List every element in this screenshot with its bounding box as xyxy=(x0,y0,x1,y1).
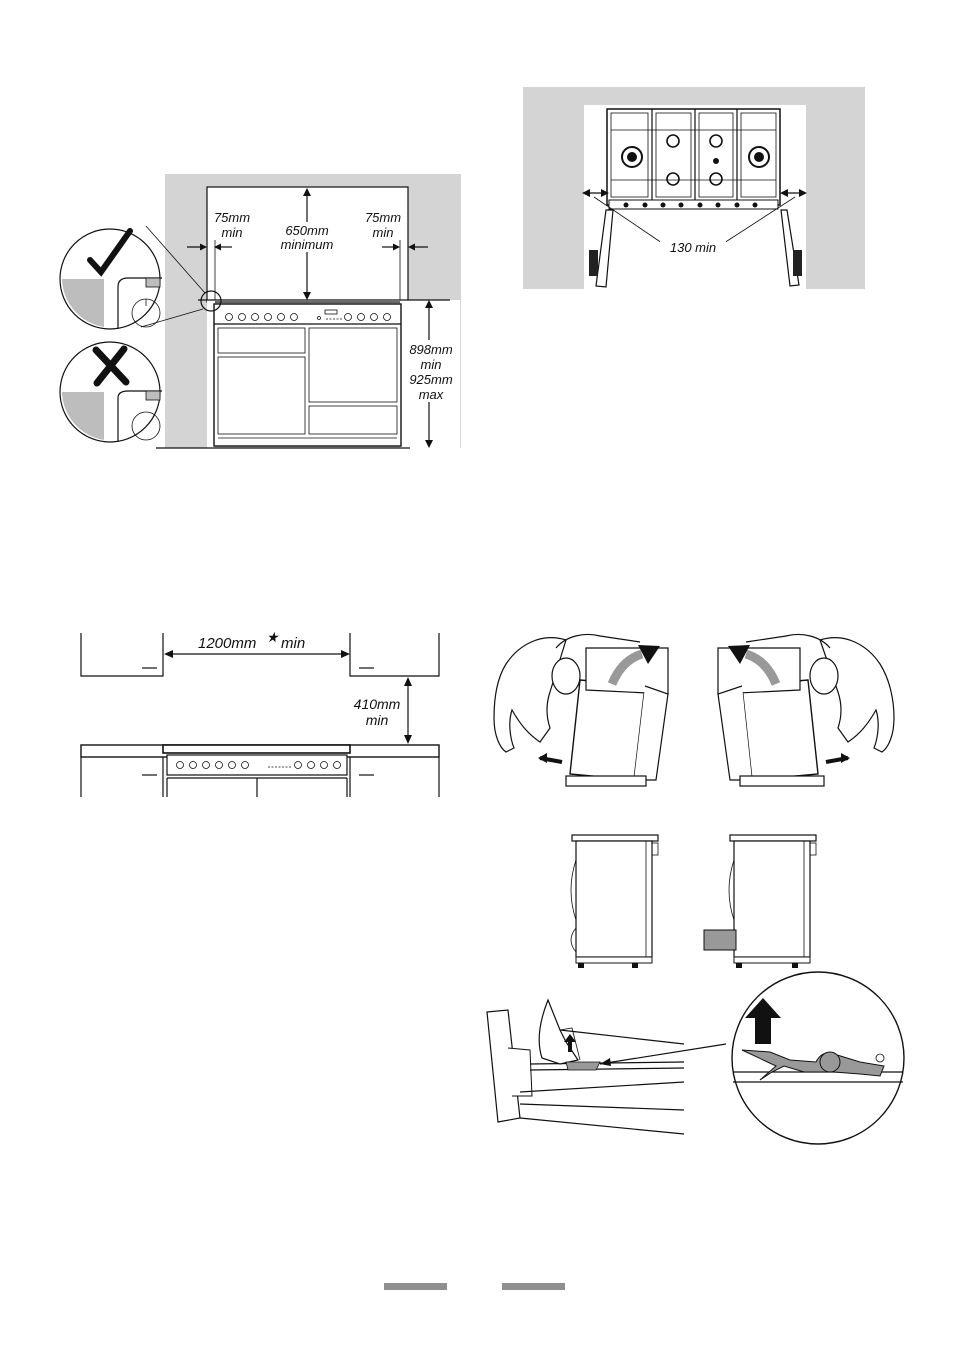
height-max-value: 925mm xyxy=(409,372,453,387)
height-min-value: 898mm xyxy=(409,342,453,357)
correct-fit-detail xyxy=(59,228,162,330)
hob-clearance-diagram: 130 min xyxy=(523,87,865,289)
side-view-legs-extended xyxy=(703,834,817,968)
lift-arrow-icon xyxy=(745,998,781,1044)
footer-bar-left xyxy=(384,1283,447,1290)
height-min-unit: min xyxy=(421,357,442,372)
check-mark-icon xyxy=(87,228,133,277)
lifting-illustration-right xyxy=(717,633,895,787)
width-value: 1200mm xyxy=(198,635,256,652)
lift-arrow-icon xyxy=(564,1034,576,1052)
cabinet-spacing-diagram: 1200mm ★ min 410mm min xyxy=(80,629,440,797)
height-gap-unit: minimum xyxy=(281,237,334,252)
height-max-unit: max xyxy=(419,387,444,402)
side-gap-label: 130 min xyxy=(670,240,716,255)
detail-marker xyxy=(200,290,222,312)
side-view-legs-retracted xyxy=(570,834,659,968)
height-gap-value: 650mm xyxy=(285,223,329,238)
cross-mark-icon xyxy=(92,345,130,387)
push-arrow-icon xyxy=(538,753,547,763)
footer-bar-right xyxy=(502,1283,565,1290)
drawer-release-illustration xyxy=(486,998,727,1135)
hob-top-view xyxy=(606,108,781,210)
incorrect-fit-detail xyxy=(59,341,162,443)
gap-height-value: 410mm xyxy=(354,696,401,712)
right-gap-unit: min xyxy=(373,225,394,240)
range-cooker xyxy=(213,303,402,447)
range-cooker-front xyxy=(162,744,351,797)
width-unit: min xyxy=(281,635,305,652)
clearance-diagram: 650mm minimum 75mm min 75mm min 898mm mi… xyxy=(59,174,461,449)
right-gap-value: 75mm xyxy=(365,210,401,225)
left-gap-value: 75mm xyxy=(214,210,250,225)
left-gap-unit: min xyxy=(222,225,243,240)
lifting-illustration-left xyxy=(493,633,669,787)
gap-height-unit: min xyxy=(366,712,389,728)
latch-detail-circle xyxy=(731,971,905,1145)
star-icon: ★ xyxy=(266,629,280,645)
push-arrow-icon xyxy=(841,753,850,763)
